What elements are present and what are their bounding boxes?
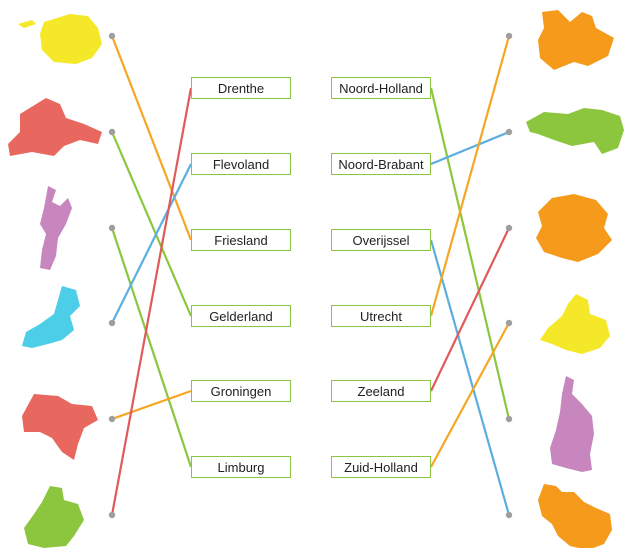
connection-line-right-3 — [429, 35, 511, 317]
label-text: Noord-Brabant — [338, 156, 424, 172]
right-dot-5[interactable] — [505, 511, 513, 519]
label-text: Utrecht — [360, 308, 402, 324]
province-shape-right-1 — [526, 108, 624, 154]
connection-line-left-1 — [110, 131, 193, 317]
connection-line-left-5 — [110, 87, 193, 516]
province-shape-left-2 — [40, 186, 72, 270]
label-drenthe[interactable]: Drenthe — [191, 77, 291, 99]
connection-line-left-0 — [110, 35, 193, 241]
label-noord-brabant[interactable]: Noord-Brabant — [331, 153, 431, 175]
left-dot-2[interactable] — [108, 224, 116, 232]
province-shape-left-5 — [24, 486, 84, 548]
province-shape-right-3 — [540, 294, 610, 354]
label-text: Flevoland — [212, 156, 270, 172]
connection-line-right-0 — [429, 87, 511, 420]
connection-line-right-5 — [430, 322, 510, 468]
label-text: Gelderland — [209, 308, 273, 324]
label-text: Groningen — [210, 383, 272, 399]
right-dot-3[interactable] — [505, 319, 513, 327]
label-noord-holland[interactable]: Noord-Holland — [331, 77, 431, 99]
province-shape-right-2 — [536, 194, 612, 262]
connection-line-right-2 — [429, 239, 511, 516]
province-shape-right-0 — [538, 10, 614, 70]
province-shape-left-3 — [22, 286, 80, 348]
left-dot-0[interactable] — [108, 32, 116, 40]
province-shape-right-4 — [550, 376, 594, 472]
left-dot-3[interactable] — [108, 319, 116, 327]
label-limburg[interactable]: Limburg — [191, 456, 291, 478]
province-shape-right-5 — [538, 484, 612, 548]
right-dot-0[interactable] — [505, 32, 513, 40]
label-flevoland[interactable]: Flevoland — [191, 153, 291, 175]
province-shape-left-4 — [22, 394, 98, 460]
label-utrecht[interactable]: Utrecht — [331, 305, 431, 327]
label-text: Zeeland — [357, 383, 405, 399]
label-text: Zuid-Holland — [344, 459, 418, 475]
label-text: Friesland — [214, 232, 268, 248]
connection-line-left-2 — [110, 227, 193, 468]
province-shape-left-1 — [8, 98, 102, 156]
label-zeeland[interactable]: Zeeland — [331, 380, 431, 402]
label-text: Overijssel — [352, 232, 410, 248]
left-dot-5[interactable] — [108, 511, 116, 519]
label-groningen[interactable]: Groningen — [191, 380, 291, 402]
left-dot-4[interactable] — [108, 415, 116, 423]
province-shape-left-0 — [18, 14, 102, 64]
label-text: Noord-Holland — [339, 80, 423, 96]
right-dot-4[interactable] — [505, 415, 513, 423]
label-zuid-holland[interactable]: Zuid-Holland — [331, 456, 431, 478]
connection-line-right-1 — [430, 130, 510, 166]
label-overijssel[interactable]: Overijssel — [331, 229, 431, 251]
connection-line-left-3 — [111, 163, 192, 324]
label-gelderland[interactable]: Gelderland — [191, 305, 291, 327]
connection-line-right-4 — [430, 227, 510, 392]
label-text: Limburg — [217, 459, 265, 475]
right-dot-1[interactable] — [505, 128, 513, 136]
right-dot-2[interactable] — [505, 224, 513, 232]
left-dot-1[interactable] — [108, 128, 116, 136]
connection-line-left-4 — [111, 389, 192, 421]
label-friesland[interactable]: Friesland — [191, 229, 291, 251]
label-text: Drenthe — [217, 80, 265, 96]
